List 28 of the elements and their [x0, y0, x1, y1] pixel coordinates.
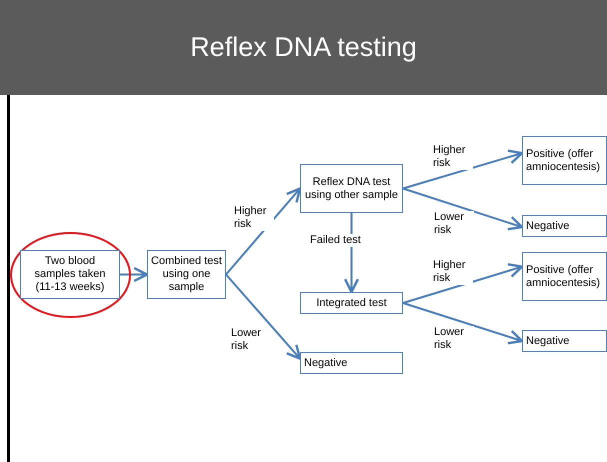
arrow	[402, 149, 524, 190]
process-box	[20, 250, 120, 299]
arrow	[402, 302, 524, 344]
arrow	[402, 188, 524, 230]
box-text: Negative	[526, 334, 570, 348]
arrow	[402, 263, 524, 304]
arrow	[120, 266, 148, 282]
box-text: Two blood samples taken (11-13 weeks)	[34, 255, 106, 294]
arrow	[225, 187, 302, 276]
edge-label: Higher risk	[433, 144, 473, 170]
edge-label: Higher risk	[234, 205, 274, 231]
process-box	[522, 136, 607, 185]
process-box	[522, 215, 607, 237]
box-text: Reflex DNA test using other sample	[304, 176, 399, 202]
process-box	[522, 330, 607, 352]
box-text: Integrated test	[316, 296, 387, 310]
process-box	[300, 292, 403, 314]
box-text: Negative	[526, 220, 570, 232]
process-box	[300, 164, 403, 213]
process-box	[522, 252, 607, 301]
arrow	[225, 274, 302, 360]
box-text: Combined test using one sample	[151, 255, 222, 294]
box-text: Positive (offer amniocentesis)	[526, 148, 601, 174]
box-text: Positive (offer amniocentesis)	[526, 264, 601, 290]
title: Reflex DNA testing	[190, 31, 417, 64]
edge-label: Higher risk	[433, 259, 473, 285]
box-text: Negative	[304, 356, 348, 370]
process-box	[300, 352, 403, 374]
